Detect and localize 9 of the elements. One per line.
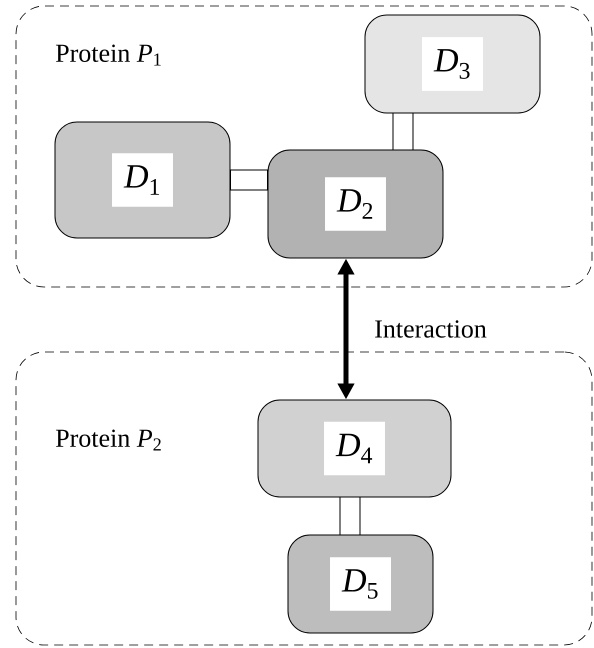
domain-box: D$_{4}$ bbox=[258, 400, 452, 498]
domain-box: D$_{1}$ bbox=[54, 122, 230, 238]
domain-box: D$_{2}$ bbox=[268, 150, 444, 258]
edge-label: Interaction bbox=[372, 318, 489, 340]
linker bbox=[392, 113, 414, 150]
linker bbox=[230, 170, 268, 190]
domain-box: D$_{3}$ bbox=[364, 14, 540, 114]
domain-box: D$_{5}$ bbox=[288, 534, 434, 634]
linker bbox=[340, 497, 360, 535]
